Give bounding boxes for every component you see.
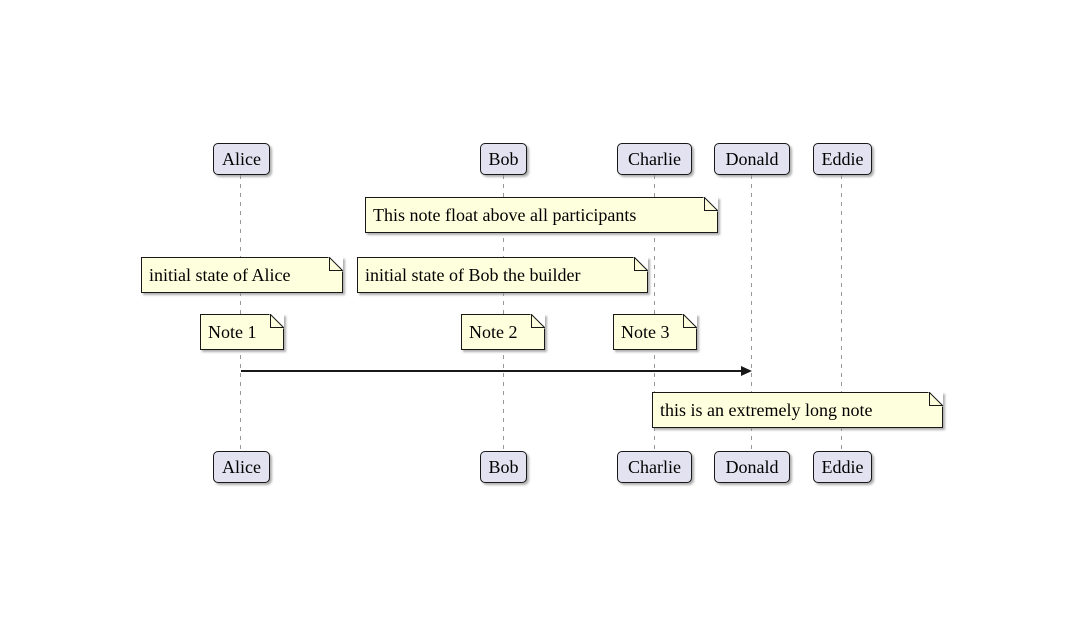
participant-label: Donald [725, 148, 779, 169]
note-fold-icon [929, 392, 943, 406]
participant-label: Alice [222, 148, 261, 169]
participant-eddie-top: Eddie [813, 143, 872, 175]
participant-label: Donald [725, 456, 779, 477]
participant-bob-top: Bob [480, 143, 527, 175]
participant-label: Bob [488, 148, 519, 169]
note-initial-state-alice: initial state of Alice [141, 257, 343, 293]
note-text: initial state of Alice [149, 264, 291, 285]
lifeline-donald [751, 175, 752, 451]
note-fold-icon [683, 314, 697, 328]
participant-label: Eddie [821, 456, 864, 477]
participant-donald-top: Donald [714, 143, 790, 175]
note-text: Note 3 [621, 321, 670, 342]
note-3: Note 3 [613, 314, 697, 350]
note-floating: This note float above all participants [365, 197, 718, 233]
participant-label: Bob [488, 456, 519, 477]
lifeline-bob [503, 175, 504, 451]
note-1: Note 1 [200, 314, 284, 350]
note-fold-icon [704, 197, 718, 211]
note-text: initial state of Bob the builder [365, 264, 581, 285]
note-2: Note 2 [461, 314, 545, 350]
message-line [241, 370, 743, 372]
participant-donald-bottom: Donald [714, 451, 790, 483]
participant-label: Eddie [821, 148, 864, 169]
participant-eddie-bottom: Eddie [813, 451, 872, 483]
note-text: Note 1 [208, 321, 257, 342]
note-text: this is an extremely long note [660, 399, 873, 420]
note-fold-icon [634, 257, 648, 271]
participant-label: Charlie [628, 456, 681, 477]
note-extremely-long: this is an extremely long note [652, 392, 943, 428]
note-initial-state-bob: initial state of Bob the builder [357, 257, 648, 293]
participant-charlie-top: Charlie [617, 143, 692, 175]
participant-label: Charlie [628, 148, 681, 169]
participant-charlie-bottom: Charlie [617, 451, 692, 483]
participant-bob-bottom: Bob [480, 451, 527, 483]
lifeline-alice [240, 175, 241, 451]
note-text: Note 2 [469, 321, 518, 342]
participant-alice-top: Alice [213, 143, 270, 175]
participant-alice-bottom: Alice [213, 451, 270, 483]
note-fold-icon [270, 314, 284, 328]
lifeline-eddie [841, 175, 842, 451]
note-fold-icon [531, 314, 545, 328]
arrowhead-icon [741, 366, 752, 376]
note-text: This note float above all participants [373, 204, 637, 225]
lifeline-charlie [654, 175, 655, 451]
note-fold-icon [329, 257, 343, 271]
participant-label: Alice [222, 456, 261, 477]
